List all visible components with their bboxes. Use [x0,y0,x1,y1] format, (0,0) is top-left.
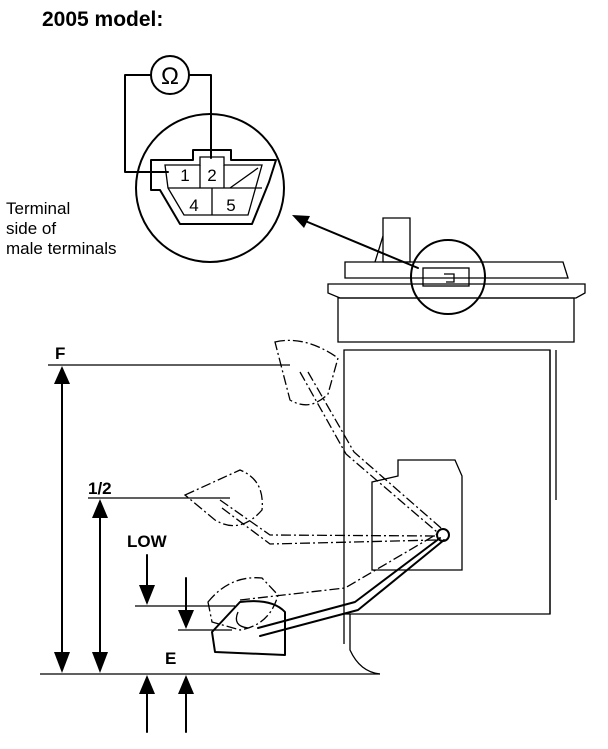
float-low [207,577,279,631]
float-arm-full [299,371,438,533]
float-arm-low [239,533,438,601]
diagram-title: 2005 model: [42,8,164,31]
arrow-low-bottom [139,675,155,694]
connector-magnifier [135,113,285,263]
arrow-empty-top [178,610,194,629]
connector-housing [150,149,277,225]
callout-arrow [292,215,419,269]
fuel-pump-unit [327,217,586,675]
arrow-low-top [139,585,155,605]
float-positions [183,339,450,656]
arrow-empty-bottom [178,675,194,694]
mounting-flange [327,283,586,299]
meter-lead-right [188,74,212,159]
pin-4-label: 4 [189,196,198,215]
float-half [183,469,263,527]
float-empty [211,600,286,656]
label-empty: E [165,649,176,668]
connector-cavity [164,156,263,216]
float-arm-empty [257,537,441,629]
connector-detail: 1 2 4 5 [135,113,285,263]
label-half: 1/2 [88,479,112,498]
level-dimensions: F 1/2 LOW E [40,344,380,733]
arrow-half-top [92,499,108,518]
callout-label: Terminal side of male terminals [6,199,117,258]
meter-lead-left [124,74,169,173]
arrow-full-top [54,366,70,384]
unit-connector [422,267,470,287]
ohm-symbol: Ω [161,63,179,90]
label-low: LOW [127,532,168,551]
arrow-half-bottom [92,652,108,673]
empty-pin-slash [229,167,259,189]
pin-5-label: 5 [226,196,235,215]
callout-line-1: Terminal [6,199,70,218]
callout-line-3: male terminals [6,239,117,258]
label-full: F [55,344,65,363]
pin-1-label: 1 [180,166,189,185]
ohmmeter-circuit: Ω [124,55,212,173]
arrow-full-bottom [54,652,70,673]
float-full [274,339,339,406]
float-arm-half [219,499,438,537]
pin-2-label: 2 [207,166,216,185]
callout-line-2: side of [6,219,56,238]
unit-connector-magnifier [410,239,486,315]
pump-body [343,349,551,615]
sender-plate [371,459,463,571]
